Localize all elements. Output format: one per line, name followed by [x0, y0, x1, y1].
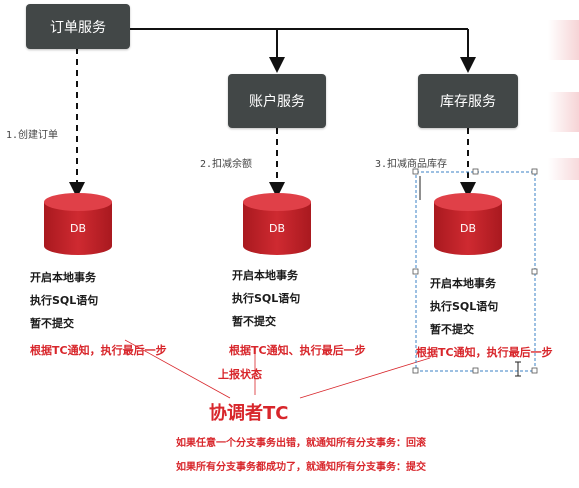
step-create-order: 1.创建订单: [6, 130, 59, 141]
branch-hold-commit: 暂不提交: [30, 317, 74, 330]
db-cylinder-3: [434, 193, 502, 255]
branch-exec-sql: 执行SQL语句: [30, 294, 99, 307]
branch-1-notify: 根据TC通知，执行最后一步: [30, 344, 167, 357]
branch-hold-commit: 暂不提交: [430, 323, 474, 336]
coordinator-lines: [124, 339, 431, 399]
inventory-service-box: 库存服务: [418, 74, 518, 128]
db-cylinder-2: [243, 193, 311, 255]
service-connector-lines: [130, 28, 476, 73]
coordinator-title: 协调者TC: [209, 403, 289, 424]
branch-1-steps: 开启本地事务 执行SQL语句 暂不提交: [30, 266, 98, 335]
order-service-box: 订单服务: [26, 4, 130, 49]
edge-decoration: [548, 20, 579, 60]
branch-2-notify: 根据TC通知、执行最后一步: [229, 344, 366, 357]
text-cursor-icon: [515, 361, 521, 377]
branch-open-txn: 开启本地事务: [232, 269, 298, 282]
coordinator-rule-rollback: 如果任意一个分支事务出错，就通知所有分支事务：回滚: [176, 438, 426, 449]
branch-hold-commit: 暂不提交: [232, 315, 276, 328]
step-deduct-stock: 3.扣减商品库存: [375, 159, 448, 170]
branch-2-steps: 开启本地事务 执行SQL语句 暂不提交: [232, 264, 300, 333]
account-service-box: 账户服务: [228, 74, 326, 128]
branch-3-steps: 开启本地事务 执行SQL语句 暂不提交: [430, 272, 498, 341]
edge-decoration: [548, 92, 579, 132]
report-status-label: 上报状态: [218, 368, 262, 381]
branch-open-txn: 开启本地事务: [30, 271, 96, 284]
branch-exec-sql: 执行SQL语句: [232, 292, 301, 305]
step-deduct-balance: 2.扣减余额: [200, 159, 253, 170]
db-label-3: DB: [459, 222, 477, 235]
edge-decoration: [548, 158, 579, 180]
db-cylinder-1: [44, 193, 112, 255]
branch-open-txn: 开启本地事务: [430, 277, 496, 290]
db-label-2: DB: [268, 222, 286, 235]
branch-3-notify: 根据TC通知，执行最后一步: [416, 346, 553, 359]
db-label-1: DB: [69, 222, 87, 235]
branch-exec-sql: 执行SQL语句: [430, 300, 499, 313]
selection-box[interactable]: [412, 168, 538, 374]
dashed-db-arrows: [69, 48, 476, 198]
coordinator-rule-commit: 如果所有分支事务都成功了，就通知所有分支事务：提交: [176, 462, 426, 473]
